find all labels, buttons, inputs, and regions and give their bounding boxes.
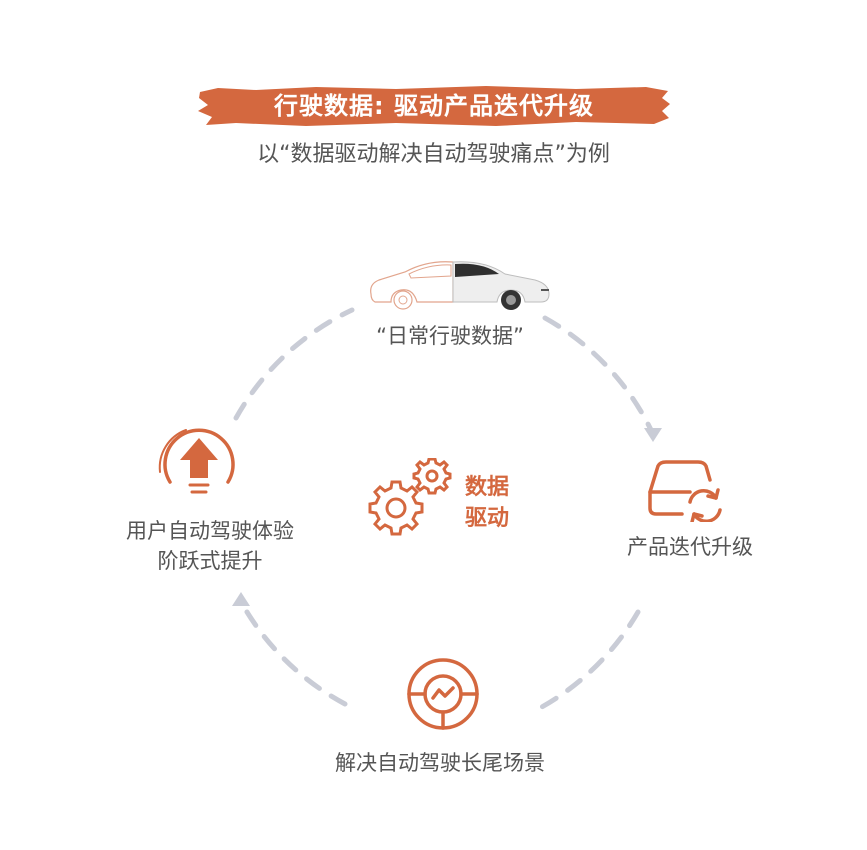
node-label-product-upgrade: 产品迭代升级: [627, 535, 753, 559]
node-label-long-tail-scenarios: 解决自动驾驶长尾场景: [335, 751, 545, 775]
node-label-daily-driving-data: “日常行驶数据”: [376, 324, 524, 348]
arrow-head-left: [232, 592, 250, 606]
arrow-head-right: [644, 428, 662, 442]
center-text-line2: 驱动: [464, 506, 509, 531]
node-label-experience-leap: 用户自动驾驶体验 阶跃式提升: [80, 516, 340, 576]
ring-arc-top-right: [542, 315, 655, 435]
arrow-up-icon: [158, 428, 235, 494]
node-label-left-line2: 阶跃式提升: [157, 549, 263, 573]
page-title: 行驶数据: 驱动产品迭代升级: [274, 92, 594, 120]
title-brush-banner: [198, 86, 670, 126]
gears-icon: [368, 458, 452, 536]
center-text-line1: 数据: [464, 475, 509, 500]
car-refresh-icon: [648, 460, 722, 522]
page-subtitle: 以“数据驱动解决自动驾驶痛点”为例: [257, 142, 610, 167]
steering-wheel-icon: [407, 658, 479, 730]
ring-arc-bottom-right: [537, 609, 641, 711]
node-label-left-line1: 用户自动驾驶体验: [126, 519, 294, 543]
car-icon: [370, 261, 550, 310]
center-data-driven-text: 数据 驱动: [447, 472, 527, 534]
ring-arc-bottom-left: [237, 597, 348, 707]
